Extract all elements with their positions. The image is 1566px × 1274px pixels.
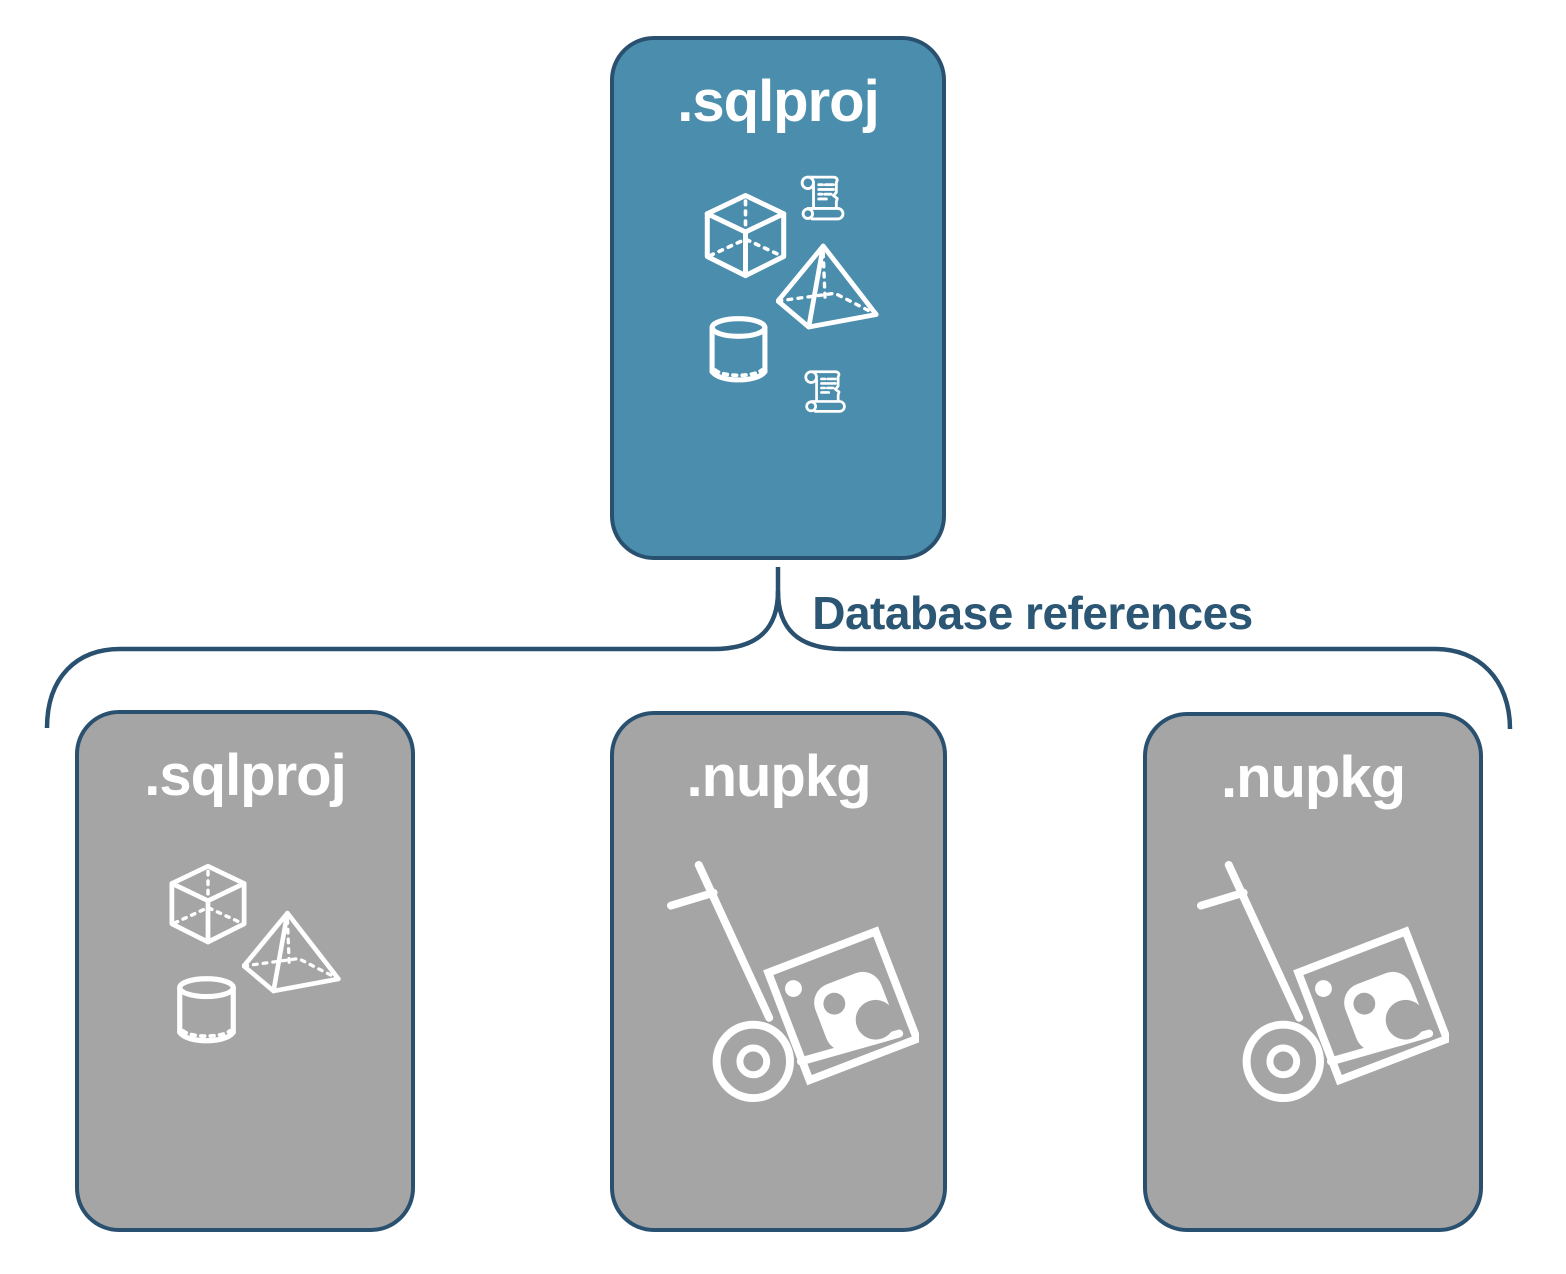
pyramid-icon [776,243,882,332]
cylinder-icon [705,315,772,391]
scroll-icon [795,170,852,227]
connector-label: Database references [812,587,1253,639]
root-card-sqlproj: .sqlproj [610,36,946,560]
card-label: .nupkg [1220,745,1406,810]
child-card-nupkg-2: .nupkg [1143,712,1483,1232]
card-label: .sqlproj [144,743,346,808]
nuget-handtruck-icon [666,860,919,1106]
card-label: .sqlproj [677,69,879,134]
child-card-nupkg-1: .nupkg [610,711,947,1232]
scroll-icon [799,365,853,419]
brace-left-path [44,567,781,729]
pyramid-icon [242,909,344,997]
cube-icon [165,862,251,948]
cylinder-icon [172,975,241,1052]
child-card-sqlproj: .sqlproj [75,710,415,1232]
nuget-handtruck-icon [1196,860,1449,1106]
card-label: .nupkg [686,744,871,809]
brace-right-path [775,590,1513,730]
